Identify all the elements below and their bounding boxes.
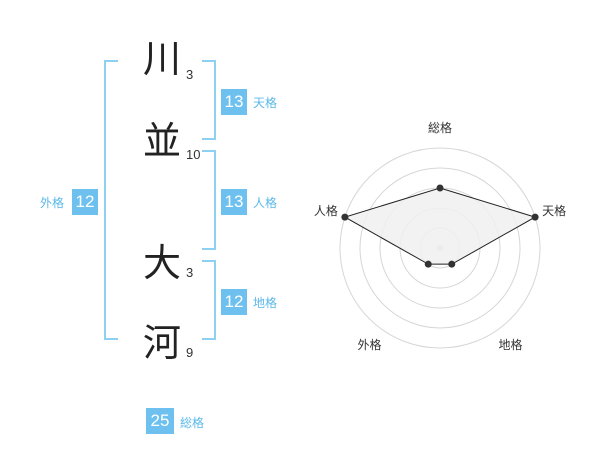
stroke-count-4: 9 <box>186 345 194 360</box>
gaikaku-bracket <box>104 60 118 340</box>
radar-axis-label-5: 人格 <box>314 203 338 218</box>
jinkaku-label: 人格 <box>253 196 278 210</box>
radar-axis-label-4: 外格 <box>357 337 381 352</box>
radar-polygon <box>343 187 537 265</box>
radar-point-2 <box>531 213 539 221</box>
jinkaku-bracket <box>202 150 216 250</box>
stroke-count-1: 3 <box>186 67 194 82</box>
gaikaku-value-badge: 12 <box>72 189 98 215</box>
name-char-1: 川 <box>142 37 181 81</box>
chikaku-label: 地格 <box>253 296 278 310</box>
soukaku-label: 総格 <box>180 416 205 430</box>
chikaku-bracket <box>202 260 216 340</box>
name-char-4: 河 <box>142 321 181 365</box>
radar-point-3 <box>448 260 456 268</box>
stroke-count-2: 10 <box>186 147 201 162</box>
chikaku-value-badge: 12 <box>221 289 247 315</box>
name-char-2: 並 <box>142 119 181 163</box>
tenkaku-label: 天格 <box>253 96 278 110</box>
tenkaku-bracket <box>202 60 216 140</box>
stroke-count-3: 3 <box>186 265 194 280</box>
radar-point-1 <box>436 184 444 192</box>
radar-axis-label-2: 天格 <box>542 203 566 218</box>
radar-axis-label-3: 地格 <box>499 337 523 352</box>
soukaku-value-badge: 25 <box>146 408 174 434</box>
radar-ring <box>359 167 521 329</box>
tenkaku-value-badge: 13 <box>221 89 247 115</box>
gaikaku-label: 外格 <box>40 196 65 210</box>
jinkaku-value-badge: 13 <box>221 189 247 215</box>
radar-point-5 <box>341 213 349 221</box>
radar-ring <box>339 147 541 349</box>
radar-point-4 <box>424 260 432 268</box>
radar-axis-label-1: 総格 <box>428 120 452 135</box>
name-char-3: 大 <box>142 241 181 285</box>
